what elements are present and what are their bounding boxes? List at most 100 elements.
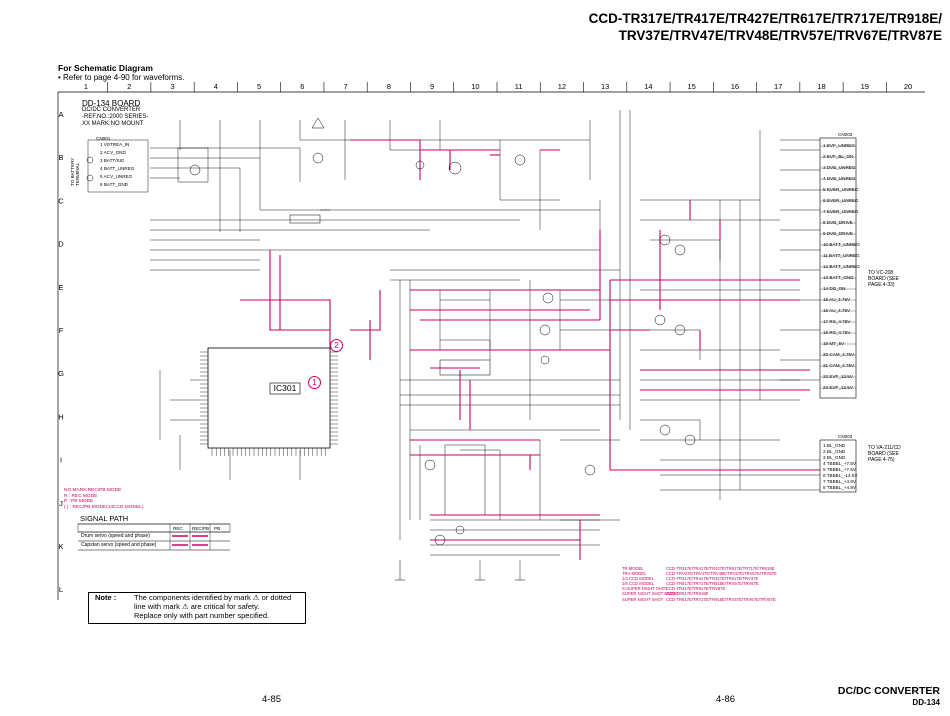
right-connector-pin: 15 AU_4.75V bbox=[823, 297, 851, 302]
magenta-signal-paths bbox=[240, 139, 820, 560]
bottom-connector-pin: 7 TBBBL_+4.8V bbox=[823, 479, 856, 484]
title-line-2: TRV37E/TRV47E/TRV48E/TRV57E/TRV67E/TRV87… bbox=[618, 28, 942, 43]
right-connector-pin: 7 EVER_UNREG bbox=[823, 209, 859, 214]
left-connector-pin: 1 VSTREA_IN bbox=[100, 142, 130, 147]
waveform-reference: • Refer to page 4-90 for waveforms. bbox=[58, 73, 185, 82]
model-legend-value: CCD-TRV37E/TRV47E/TRV48E/TRV57E/TRV67E/T… bbox=[666, 571, 777, 577]
left-connector-pin: 2 ACV_GND bbox=[100, 150, 126, 155]
right-connector-pin: 14 DD_ON bbox=[823, 286, 846, 291]
model-legend-value: CCD-TR317E/TR917E/TRV87E bbox=[666, 586, 726, 592]
mode-note-2: R : REC MODE bbox=[64, 493, 98, 499]
signal-path-col-pb: PB bbox=[214, 526, 221, 531]
grid-col-label: 6 bbox=[300, 82, 304, 91]
page-number-left: 4-85 bbox=[262, 694, 282, 705]
marker-2: 2 bbox=[330, 339, 343, 352]
ic301-body bbox=[200, 347, 338, 456]
right-connector-dest-1: TO VC-208 BOARD (SEE PAGE 4-33) bbox=[868, 270, 899, 288]
title-line-1: CCD-TR317E/TR417E/TR427E/TR617E/TR717E/T… bbox=[588, 11, 942, 26]
right-connector-pin: 4 DVE_UNREG bbox=[823, 176, 856, 181]
footer-line-2: DD-134 bbox=[912, 698, 940, 707]
model-legend-key: TR MODEL bbox=[622, 566, 644, 571]
grid-col-label: 17 bbox=[774, 82, 782, 91]
board-mark-note: XX MARK:NO MOUNT bbox=[82, 121, 144, 127]
signal-path-col-rec: REC bbox=[173, 526, 183, 531]
right-connector-pin: 23 EVF_13.5V bbox=[823, 385, 853, 390]
note-line-2: line with mark ⚠ are critical for safety… bbox=[134, 602, 260, 611]
right-connector-pin: 1 EVF_UNREG bbox=[823, 143, 855, 148]
mode-notes: NO MARK:REC/PB MODE R : REC MODE P : PB … bbox=[64, 488, 143, 510]
right-connector-dest-2: TO VA-211/CD BOARD (SEE PAGE 4-75) bbox=[868, 445, 901, 463]
right-connector-pin: 10 BATT_UNREG bbox=[823, 242, 860, 247]
board-function: DC/DC CONVERTER bbox=[82, 107, 141, 113]
bottom-connector-header: CN003 bbox=[838, 434, 853, 439]
left-connector-header: CN001 bbox=[96, 136, 111, 141]
right-connector-pin: 13 BATT_GND bbox=[823, 275, 854, 280]
signal-path-col-recpb: REC/PB bbox=[192, 526, 210, 531]
right-connector-pin: 21 CAM_4.75V bbox=[823, 363, 855, 368]
grid-col-label: 16 bbox=[731, 82, 739, 91]
right-connector-pin: 19 MT_5V bbox=[823, 341, 845, 346]
note-line-3: Replace only with part number specified. bbox=[134, 611, 270, 620]
board-ref: -REF.NO.:2000 SERIES- bbox=[82, 114, 149, 120]
footer-line-1: DC/DC CONVERTER bbox=[837, 685, 940, 697]
footer-label: DC/DC CONVERTER DD-134 bbox=[838, 686, 940, 708]
grid-col-label: 8 bbox=[387, 82, 391, 91]
model-legend-key: S-SUPER NIGHT SHOT bbox=[622, 586, 668, 592]
bottom-connector-pin: 6 TBBBL_-14.5V bbox=[823, 473, 858, 478]
bottom-connector-pin: 2 BL_GND bbox=[823, 449, 846, 454]
grid-col-label: 3 bbox=[170, 82, 174, 91]
grid-col-label: 20 bbox=[904, 82, 912, 91]
note-line-1: The components identified by mark ⚠ or d… bbox=[134, 593, 292, 602]
model-legend-value: CCD-TR317E/TR417E/TR427E/TR617E/TR717E/T… bbox=[666, 566, 775, 571]
grid-row-label: I bbox=[60, 456, 62, 465]
grid-row-label: E bbox=[58, 283, 63, 292]
right-connector-pin: 3 DVE_UNREG bbox=[823, 165, 856, 170]
document-title: CCD-TR317E/TR417E/TR427E/TR617E/TR717E/T… bbox=[589, 10, 942, 44]
bottom-connector-pin: 4 TBBBL_+7.5V bbox=[823, 461, 856, 466]
grid-row-label: G bbox=[58, 369, 64, 378]
grid-col-label: 7 bbox=[343, 82, 347, 91]
right-connector-pin: 22 EVF_13.5V bbox=[823, 374, 853, 379]
model-legend-key: TRV MODEL bbox=[622, 571, 647, 577]
grid-row-label: J bbox=[59, 499, 63, 508]
grid-col-label: 9 bbox=[430, 82, 434, 91]
model-legend-row: SUPER NIGHT SHOT MODELCCD-TR917E/TR918E bbox=[622, 591, 777, 596]
model-legend-value: CCD-TR617E/TR717E/TR918E/TRV57E/TRV67E bbox=[666, 581, 759, 587]
grid-col-label: 10 bbox=[471, 82, 479, 91]
grid-row-label: F bbox=[59, 326, 64, 335]
right-connector-pin: 8 DVE_DRIVE bbox=[823, 220, 853, 225]
grid-row-label: H bbox=[58, 412, 63, 421]
model-legend-row: TR MODEL CCD-TR317E/TR417E/TR427E/TR617E/… bbox=[622, 566, 777, 571]
model-legend-value: CCD-TR317E/TR417E/TR427E/TR617E/TRV37E bbox=[666, 576, 759, 582]
grid-row-label: A bbox=[58, 110, 63, 119]
model-legend-value: CCD-TR917E/TR918E bbox=[666, 591, 709, 597]
grid-row-label: C bbox=[58, 196, 64, 205]
right-connector-pin: 17 RS_4.75V bbox=[823, 319, 851, 324]
ic301-label: IC301 bbox=[273, 383, 297, 393]
board-label: DD-134 BOARD DC/DC CONVERTER -REF.NO.:20… bbox=[82, 100, 148, 128]
components bbox=[86, 117, 696, 581]
page-number-right: 4-86 bbox=[716, 694, 736, 705]
signal-path-arrows bbox=[172, 535, 208, 546]
right-connector-pin: 5 EVER_UNREG bbox=[823, 187, 859, 192]
grid-col-label: 5 bbox=[257, 82, 261, 91]
grid-col-label: 19 bbox=[861, 82, 869, 91]
black-wiring bbox=[87, 110, 820, 580]
right-connector-header: CN002 bbox=[838, 132, 853, 137]
left-connector-pin: 5 ACV_UNREG bbox=[100, 174, 133, 179]
right-connector-pin: 11 BATT_UNREG bbox=[823, 253, 860, 258]
grid-row-label: K bbox=[58, 542, 63, 551]
grid-col-label: 12 bbox=[558, 82, 566, 91]
mode-note-3: P : PB MODE bbox=[64, 499, 94, 504]
board-name: DD-134 BOARD bbox=[82, 99, 141, 108]
marker-1: 1 bbox=[308, 376, 321, 389]
grid-row-label: B bbox=[58, 153, 63, 162]
left-connector-pin: 6 BATT_GND bbox=[100, 182, 128, 187]
bottom-connector-pin: 1 BL_GND bbox=[823, 443, 846, 448]
signal-path-row-drum: Drum servo (speed and phase) bbox=[81, 533, 150, 539]
safety-note: Note : The components identified by mark… bbox=[88, 592, 306, 624]
signal-path-row-capstan: Capstan servo (speed and phase) bbox=[81, 542, 157, 548]
grid-col-label: 15 bbox=[688, 82, 696, 91]
